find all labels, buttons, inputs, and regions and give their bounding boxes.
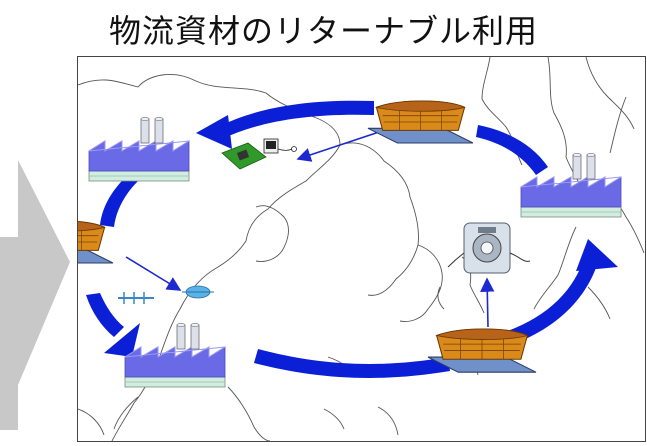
machine-unit-icon <box>447 222 531 274</box>
pallet-box-icon <box>427 328 537 373</box>
cycle-arrows <box>86 100 618 378</box>
logistics-cycle-diagram <box>78 57 645 441</box>
map-panel <box>77 56 646 442</box>
electronic-parts-icon <box>118 285 214 304</box>
factory-icon <box>88 116 190 182</box>
pallet-box-icon <box>367 100 474 144</box>
gray-arrow-icon <box>0 160 70 430</box>
parts-flow-arrow <box>480 277 495 328</box>
parts-flow-arrow <box>125 256 182 291</box>
page-title: 物流資材のリターナブル利用 <box>108 12 538 50</box>
parts-flow-arrow <box>296 130 383 162</box>
factory-icon <box>124 322 226 388</box>
circuit-board-icon <box>221 138 297 170</box>
pallet-box-icon <box>78 220 114 264</box>
